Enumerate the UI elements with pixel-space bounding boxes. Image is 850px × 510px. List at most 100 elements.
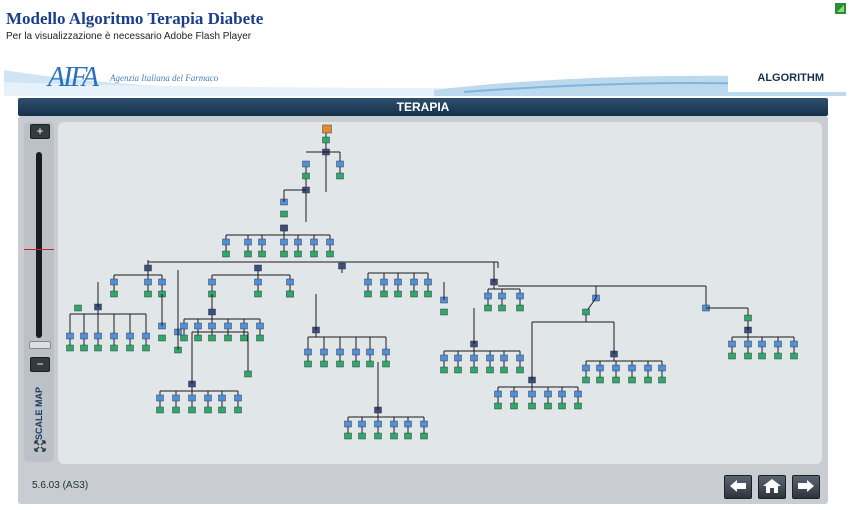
tree-hub-node[interactable] [144,264,152,272]
tree-leaf-node[interactable] [208,334,216,342]
tree-leaf-node[interactable] [74,304,82,312]
tree-leaf-node[interactable] [234,406,242,414]
tree-hub-node[interactable] [338,262,346,270]
tree-decision-node[interactable] [294,238,302,246]
tree-leaf-node[interactable] [728,352,736,360]
tree-decision-node[interactable] [658,364,666,372]
tree-leaf-node[interactable] [404,432,412,440]
tree-decision-node[interactable] [394,278,402,286]
tree-leaf-node[interactable] [790,352,798,360]
tree-decision-node[interactable] [544,390,552,398]
tree-decision-node[interactable] [280,238,288,246]
tree-decision-node[interactable] [222,238,230,246]
tree-leaf-node[interactable] [494,402,502,410]
tree-leaf-node[interactable] [628,376,636,384]
tree-leaf-node[interactable] [358,432,366,440]
tree-decision-node[interactable] [574,390,582,398]
tree-leaf-node[interactable] [218,406,226,414]
tree-leaf-node[interactable] [454,366,462,374]
tree-decision-node[interactable] [774,340,782,348]
tree-root-node[interactable] [322,124,332,134]
tree-decision-node[interactable] [728,340,736,348]
tree-decision-node[interactable] [208,278,216,286]
tree-leaf-node[interactable] [528,402,536,410]
tree-leaf-node[interactable] [582,376,590,384]
zoom-in-button[interactable]: + [30,124,50,139]
tree-leaf-node[interactable] [258,250,266,258]
tree-leaf-node[interactable] [382,360,390,368]
back-button[interactable] [724,475,752,499]
tree-decision-node[interactable] [366,348,374,356]
tree-leaf-node[interactable] [222,250,230,258]
tree-leaf-node[interactable] [582,308,590,316]
tree-leaf-node[interactable] [66,344,74,352]
tree-decision-node[interactable] [218,394,226,402]
tree-decision-node[interactable] [234,394,242,402]
tree-decision-node[interactable] [126,332,134,340]
tree-leaf-node[interactable] [410,290,418,298]
tree-decision-node[interactable] [790,340,798,348]
tree-leaf-node[interactable] [366,360,374,368]
tree-decision-node[interactable] [382,348,390,356]
zoom-track[interactable] [36,152,42,338]
tree-leaf-node[interactable] [244,250,252,258]
tree-decision-node[interactable] [344,420,352,428]
tree-decision-node[interactable] [510,390,518,398]
tree-leaf-node[interactable] [744,314,752,322]
tree-decision-node[interactable] [254,278,262,286]
tree-decision-node[interactable] [224,322,232,330]
tree-decision-node[interactable] [142,332,150,340]
tree-decision-node[interactable] [358,420,366,428]
tree-leaf-node[interactable] [500,366,508,374]
tree-leaf-node[interactable] [774,352,782,360]
tree-decision-node[interactable] [516,354,524,362]
tree-decision-node[interactable] [208,322,216,330]
tree-leaf-node[interactable] [336,172,344,180]
tree-leaf-node[interactable] [188,406,196,414]
algorithm-tree[interactable] [58,122,822,464]
tree-decision-node[interactable] [420,420,428,428]
fullscreen-icon[interactable] [34,440,46,452]
tree-leaf-node[interactable] [94,344,102,352]
tree-leaf-node[interactable] [744,352,752,360]
tree-leaf-node[interactable] [510,402,518,410]
tree-decision-node[interactable] [204,394,212,402]
tree-leaf-node[interactable] [302,172,310,180]
algorithm-map[interactable] [58,122,822,464]
zoom-thumb[interactable] [29,341,51,349]
tree-decision-node[interactable] [66,332,74,340]
tree-leaf-node[interactable] [516,366,524,374]
tree-decision-node[interactable] [310,238,318,246]
tree-decision-node[interactable] [258,238,266,246]
tree-decision-node[interactable] [644,364,652,372]
tree-decision-node[interactable] [744,340,752,348]
tree-decision-node[interactable] [454,354,462,362]
tree-leaf-node[interactable] [390,432,398,440]
tree-decision-node[interactable] [758,340,766,348]
tree-leaf-node[interactable] [484,304,492,312]
tree-leaf-node[interactable] [326,250,334,258]
tree-leaf-node[interactable] [320,360,328,368]
tree-leaf-node[interactable] [470,366,478,374]
tree-leaf-node[interactable] [204,406,212,414]
tree-leaf-node[interactable] [344,432,352,440]
tree-leaf-node[interactable] [644,376,652,384]
tree-decision-node[interactable] [500,354,508,362]
tree-leaf-node[interactable] [352,360,360,368]
tree-decision-node[interactable] [172,394,180,402]
tree-decision-node[interactable] [390,420,398,428]
tree-decision-node[interactable] [302,160,310,168]
tree-leaf-node[interactable] [558,402,566,410]
tree-leaf-node[interactable] [294,250,302,258]
tree-leaf-node[interactable] [612,376,620,384]
tree-hub-node[interactable] [208,308,216,316]
tree-decision-node[interactable] [158,278,166,286]
tree-decision-node[interactable] [194,322,202,330]
tree-decision-node[interactable] [244,238,252,246]
tree-decision-node[interactable] [424,278,432,286]
tree-decision-node[interactable] [110,278,118,286]
tree-decision-node[interactable] [374,420,382,428]
tree-leaf-node[interactable] [280,210,288,218]
tree-leaf-node[interactable] [304,360,312,368]
tree-decision-node[interactable] [516,292,524,300]
